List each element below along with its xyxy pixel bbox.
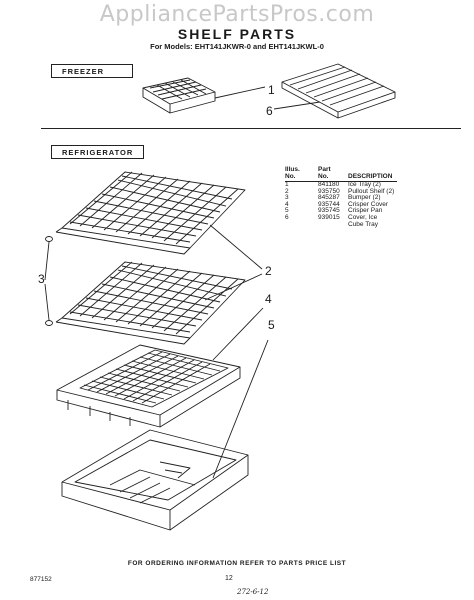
crisper-cover-drawing xyxy=(56,344,241,428)
part-description: Ice Tray (2) xyxy=(348,181,381,188)
callout-3: 3 xyxy=(38,272,45,286)
table-row: 5 935745 Crisper Pan xyxy=(285,208,397,215)
header-illus-line2: No. xyxy=(285,173,318,182)
callout-5: 5 xyxy=(268,318,275,332)
part-no: 935744 xyxy=(318,200,340,208)
illus-no: 6 xyxy=(285,213,289,221)
section-divider xyxy=(41,128,461,129)
pullout-shelf-upper-drawing xyxy=(55,171,246,255)
crisper-pan-drawing xyxy=(61,429,249,531)
table-row: 1 841180 Ice Tray (2) xyxy=(285,181,397,189)
callout-4: 4 xyxy=(265,292,272,306)
part-no: 841180 xyxy=(318,181,340,188)
page-number: 12 xyxy=(225,575,233,582)
illus-no: 3 xyxy=(285,194,289,202)
ice-tray-drawing xyxy=(142,77,216,114)
page-title: SHELF PARTS xyxy=(177,26,297,42)
part-no: 935750 xyxy=(318,187,340,195)
part-description: Crisper Pan xyxy=(348,207,383,215)
leader-line-1 xyxy=(214,86,266,99)
header-part-line2: No. xyxy=(318,173,348,182)
leader-line-3 xyxy=(44,241,50,321)
section-label-refrigerator: REFRIGERATOR xyxy=(51,145,144,159)
header-part-line1: Part xyxy=(318,166,331,173)
part-description: Crisper Cover xyxy=(348,200,389,208)
leader-line-5 xyxy=(212,339,269,479)
illus-no: 1 xyxy=(285,181,289,188)
parts-list: Illus. Part No. No. DESCRIPTION 1 841180 I… xyxy=(285,166,398,229)
table-row: 2 935750 Pullout Shelf (2) xyxy=(285,187,397,196)
cube-tray-cover-drawing xyxy=(281,63,396,119)
table-row: Cube Tray xyxy=(285,220,397,229)
leader-line-2b xyxy=(204,273,263,301)
illus-no: 2 xyxy=(285,187,289,195)
callout-6: 6 xyxy=(266,104,273,118)
part-no: 845287 xyxy=(318,194,340,202)
leader-line-4 xyxy=(212,307,264,361)
part-description: Bumper (2) xyxy=(348,194,381,202)
bumper-upper-drawing xyxy=(45,236,53,242)
part-no xyxy=(318,222,348,229)
bumper-lower-drawing xyxy=(45,320,53,326)
leader-line-2a xyxy=(209,224,263,270)
illus-no xyxy=(285,222,318,229)
table-row: 4 935744 Crisper Cover xyxy=(285,200,397,209)
part-description: Pullout Shelf (2) xyxy=(348,187,395,195)
callout-1: 1 xyxy=(268,83,275,97)
table-row: 6 939015 Cover, Ice xyxy=(285,213,397,222)
part-no: 935745 xyxy=(318,207,340,215)
watermark-text: AppliancePartsPros.com xyxy=(99,2,375,27)
model-numbers: For Models: EHT141JKWR-0 and EHT141JKWL-… xyxy=(150,42,324,51)
table-row: 3 845287 Bumper (2) xyxy=(285,195,397,202)
illus-no: 5 xyxy=(285,207,289,215)
handwritten-note: 272-6-12 xyxy=(237,588,269,596)
leader-line-6 xyxy=(273,101,321,110)
callout-2: 2 xyxy=(265,264,272,278)
illus-no: 4 xyxy=(285,200,289,208)
document-number: 877152 xyxy=(30,576,52,583)
part-description: Cube Tray xyxy=(348,220,378,228)
ordering-info-note: FOR ORDERING INFORMATION REFER TO PARTS … xyxy=(127,560,347,567)
header-illus-line1: Illus. xyxy=(285,166,300,173)
header-description: DESCRIPTION xyxy=(348,173,398,182)
pullout-shelf-lower-drawing xyxy=(55,261,246,345)
part-no: 939015 xyxy=(318,213,340,221)
part-description: Cover, Ice xyxy=(348,213,378,221)
section-label-freezer: FREEZER xyxy=(51,64,133,78)
header-desc-line1 xyxy=(348,166,397,173)
